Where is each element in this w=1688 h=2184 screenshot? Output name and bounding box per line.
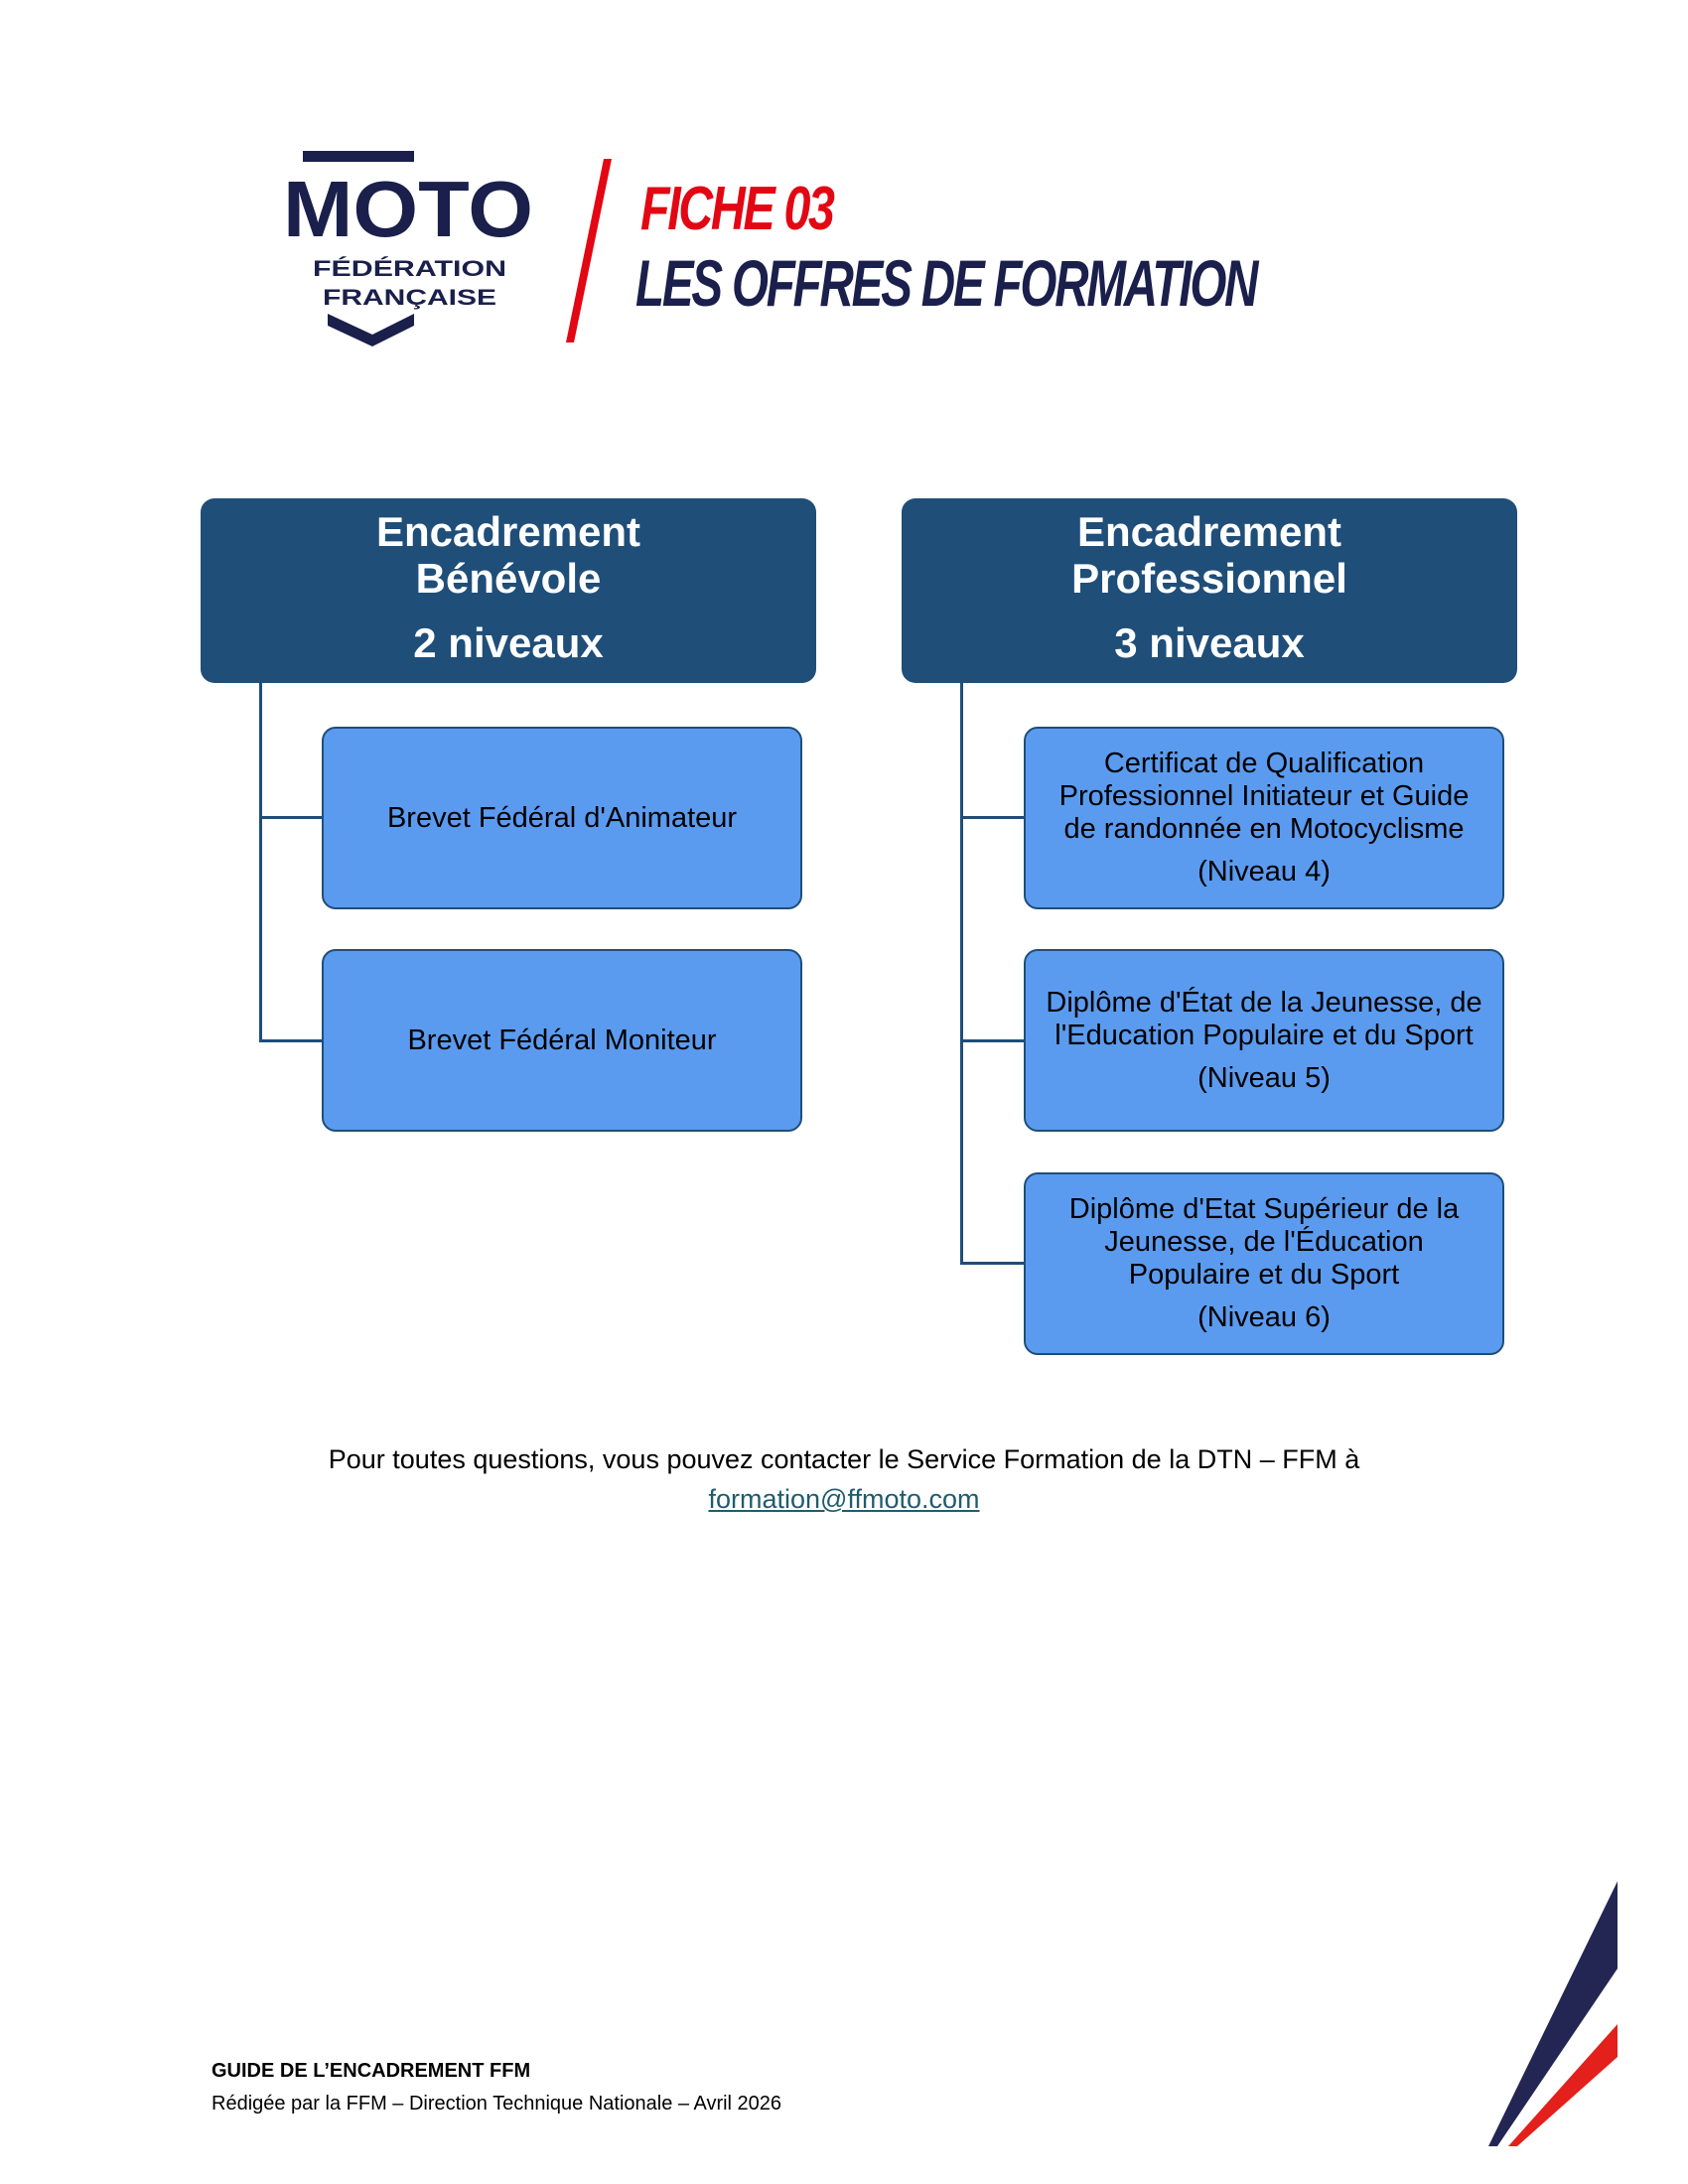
fiche-number: FICHE 03 — [640, 175, 835, 243]
connector-line — [259, 683, 262, 1042]
header-title-line2: Bénévole — [415, 555, 602, 602]
svg-text:FÉDÉRATION: FÉDÉRATION — [313, 256, 506, 281]
training-box: Brevet Fédéral Moniteur — [322, 949, 802, 1132]
svg-text:FRANÇAISE: FRANÇAISE — [323, 285, 496, 310]
training-label: Diplôme d'Etat Supérieur de la Jeunesse,… — [1068, 1193, 1460, 1291]
training-box: Diplôme d'Etat Supérieur de la Jeunesse,… — [1024, 1172, 1504, 1355]
connector-line — [960, 1262, 1024, 1265]
training-level: (Niveau 5) — [1197, 1061, 1331, 1094]
contact-text: Pour toutes questions, vous pouvez conta… — [328, 1444, 1360, 1474]
svg-text:MOTO: MOTO — [283, 165, 533, 253]
connector-line — [960, 816, 1024, 819]
training-box: Certificat de Qualification Professionne… — [1024, 727, 1504, 909]
header-box-benevole: Encadrement Bénévole 2 niveaux — [201, 498, 816, 683]
training-box: Diplôme d'État de la Jeunesse, de l'Educ… — [1024, 949, 1504, 1132]
connector-line — [259, 816, 323, 819]
header-title-line1: Encadrement — [1076, 508, 1342, 555]
tricolor-stripes-decoration — [1488, 1881, 1618, 2146]
footer-title: GUIDE DE L’ENCADREMENT FFM — [211, 2060, 531, 2082]
connector-line — [960, 683, 963, 1265]
training-level: (Niveau 6) — [1197, 1301, 1331, 1333]
header-box-professionnel: Encadrement Professionnel 3 niveaux — [902, 498, 1517, 683]
levels-count: 2 niveaux — [413, 619, 604, 666]
connector-line — [259, 1039, 323, 1042]
levels-count: 3 niveaux — [1114, 619, 1305, 666]
training-label: Certificat de Qualification Professionne… — [1058, 748, 1470, 845]
contact-section: Pour toutes questions, vous pouvez conta… — [0, 1439, 1688, 1519]
contact-email-link[interactable]: formation@ffmoto.com — [708, 1484, 980, 1514]
training-box: Brevet Fédéral d'Animateur — [322, 727, 802, 909]
ffm-moto-logo: MOTO FÉDÉRATION FRANÇAISE — [283, 151, 533, 346]
connector-line — [960, 1039, 1024, 1042]
red-divider-slash — [566, 159, 612, 342]
training-label: Brevet Fédéral d'Animateur — [386, 801, 738, 834]
training-label: Brevet Fédéral Moniteur — [407, 1024, 717, 1056]
header-title-line1: Encadrement — [375, 508, 641, 555]
page-title: LES OFFRES DE FORMATION — [635, 246, 1258, 320]
header-title-line2: Professionnel — [1071, 555, 1347, 602]
training-level: (Niveau 4) — [1197, 856, 1331, 887]
training-label: Diplôme d'État de la Jeunesse, de l'Educ… — [1046, 986, 1482, 1051]
footer-subtitle: Rédigée par la FFM – Direction Technique… — [211, 2093, 782, 2115]
